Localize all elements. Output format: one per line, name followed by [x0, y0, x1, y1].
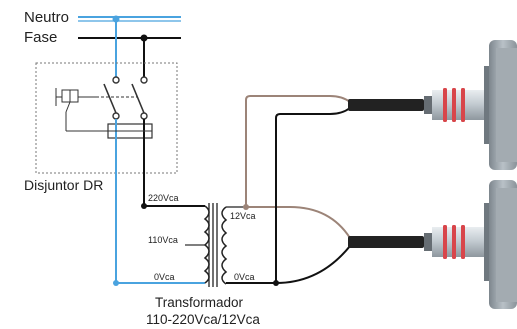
tap-12-label: 12Vca: [230, 211, 256, 221]
tap-0-secondary-label: 0Vca: [234, 272, 255, 282]
solenoid-valve-icon: [348, 180, 517, 309]
primary-coil: [203, 205, 210, 284]
solenoid-valve-bottom: [348, 180, 517, 309]
test-button-icon: [55, 88, 96, 131]
tap-110-label: 110Vca: [148, 235, 178, 245]
supply-lines: [78, 15, 181, 78]
breaker-label: Disjuntor DR: [24, 177, 103, 193]
transformer-caption-line1: Transformador: [155, 295, 244, 310]
tap-220-label: 220Vca: [148, 193, 179, 203]
transformer-icon: [203, 203, 276, 287]
phase-label: Fase: [24, 29, 57, 46]
secondary-coil: [221, 206, 228, 285]
breaker-dashed-frame: [35, 62, 178, 174]
solenoid-valve-icon: [348, 40, 517, 170]
tap-0-primary-label: 0Vca: [154, 272, 175, 282]
breaker-dr: [35, 62, 178, 174]
solenoid-valve-top: [348, 40, 517, 170]
primary-wiring: [113, 150, 205, 286]
secondary-wiring: [243, 95, 351, 286]
neutral-label: Neutro: [24, 9, 69, 26]
transformer-caption-line2: 110-220Vca/12Vca: [146, 312, 260, 327]
